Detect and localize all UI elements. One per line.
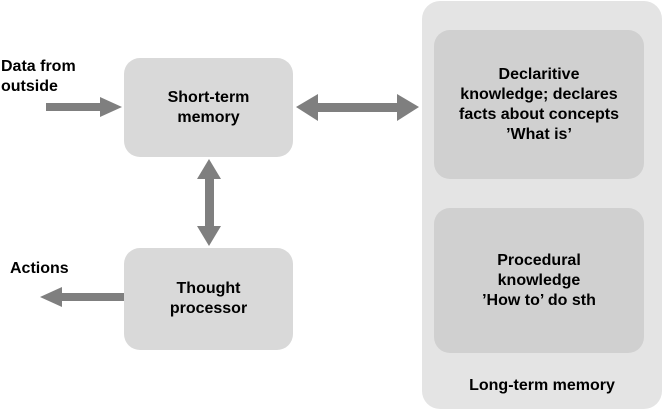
procedural-knowledge-box: Procedural knowledge ’How to’ do sth: [434, 208, 644, 353]
declarative-knowledge-box: Declaritive knowledge; declares facts ab…: [434, 30, 644, 179]
long-term-memory-title: Long-term memory: [469, 377, 615, 394]
stm-processor-double-arrow: [197, 159, 221, 246]
actions-arrow: [40, 287, 124, 307]
stm-ltm-double-arrow: [296, 94, 419, 121]
thought-processor-box: Thought processor: [124, 248, 293, 350]
input-arrow: [46, 97, 122, 117]
short-term-memory-box: Short-term memory: [124, 58, 293, 157]
actions-label: Actions: [10, 260, 69, 277]
data-from-outside-label: Data from outside: [1, 58, 76, 95]
